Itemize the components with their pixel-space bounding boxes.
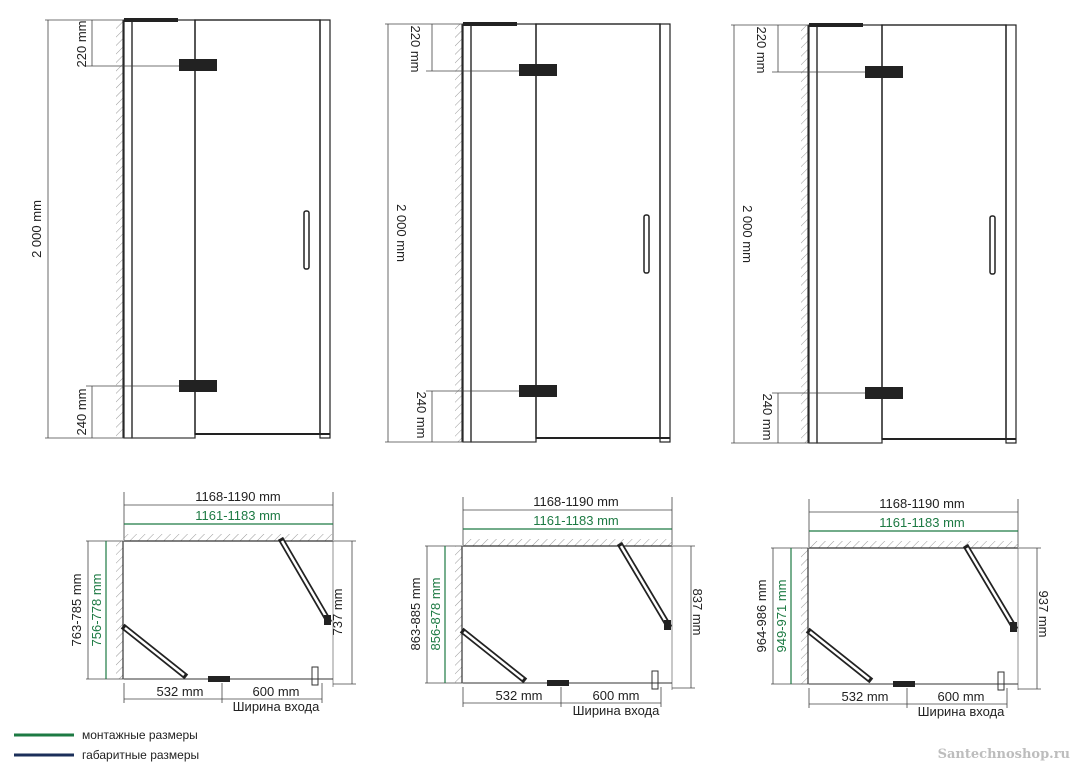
door-width: 600 mm — [253, 684, 300, 699]
fixed-glass-panel — [816, 24, 883, 444]
plan-view-1: 1168-1190 mm 1161-1183 mm 763-785 mm 756… — [69, 489, 356, 714]
door-glass-panel — [535, 23, 661, 439]
open-fixed-panel — [463, 631, 524, 680]
hinge-top — [865, 66, 903, 78]
hinge-top — [519, 64, 557, 76]
height-dimension: 2 000 mm — [394, 204, 409, 262]
legend-overall-label: габаритные размеры — [82, 748, 199, 762]
back-wall-hatch — [124, 534, 333, 541]
wall-profile — [462, 23, 472, 443]
open-door-panel — [965, 547, 1016, 628]
elevation-view-3: 2 000 mm 220 mm 240 mm — [731, 23, 1017, 444]
wall-profile — [123, 19, 133, 439]
fixed-panel-width: 532 mm — [842, 689, 889, 704]
hinge-marker — [208, 676, 230, 682]
install-width-dimension: 1161-1183 mm — [195, 508, 281, 523]
wall-hatch — [801, 25, 808, 443]
top-fitting — [809, 23, 863, 27]
top-hinge-offset: 220 mm — [754, 27, 769, 74]
elevation-view-2: 2 000 mm 220 mm 240 mm — [385, 22, 671, 443]
install-width-dimension: 1161-1183 mm — [879, 515, 965, 530]
plan-view-3: 1168-1190 mm 1161-1183 mm 964-986 mm 949… — [754, 496, 1051, 719]
overall-width-dimension: 1168-1190 mm — [533, 494, 619, 509]
wall-hatch — [455, 24, 462, 442]
wall-profile — [808, 24, 818, 444]
side-wall-hatch — [116, 541, 123, 679]
entry-width-label: Ширина входа — [233, 699, 320, 714]
hinge-bottom — [519, 385, 557, 397]
side-wall-hatch — [455, 546, 462, 683]
door-glass-panel — [881, 24, 1007, 440]
watermark: Santechnoshop.ru — [938, 747, 1070, 762]
install-width-dimension: 1161-1183 mm — [533, 513, 619, 528]
back-wall-hatch — [809, 541, 1018, 548]
legend: монтажные размеры габаритные размеры — [14, 728, 199, 762]
door-width: 600 mm — [938, 689, 985, 704]
open-fixed-panel — [809, 631, 870, 680]
open-fixed-panel — [124, 627, 185, 676]
wall-hatch — [116, 20, 123, 438]
overall-depth-dimension: 964-986 mm — [754, 580, 769, 653]
top-fitting — [463, 22, 517, 26]
side-depth-dimension: 837 mm — [690, 589, 705, 636]
fixed-glass-panel — [131, 19, 196, 439]
plan-view-2: 1168-1190 mm 1161-1183 mm 863-885 mm 856… — [408, 494, 705, 718]
bottom-hinge-offset: 240 mm — [414, 392, 429, 439]
elevation-view-1: 2 000 mm 220 mm 240 mm — [29, 18, 331, 439]
height-dimension: 2 000 mm — [29, 200, 44, 258]
hinge-top — [179, 59, 217, 71]
top-fitting — [124, 18, 178, 22]
hinge-marker — [893, 681, 915, 687]
legend-install-label: монтажные размеры — [82, 728, 198, 742]
side-profile — [319, 19, 331, 439]
fixed-panel-width: 532 mm — [496, 688, 543, 703]
overall-depth-dimension: 763-785 mm — [69, 574, 84, 647]
bottom-hinge-offset: 240 mm — [74, 389, 89, 436]
install-depth-dimension: 756-778 mm — [89, 574, 104, 647]
door-handle — [643, 214, 650, 274]
side-wall-hatch — [801, 548, 808, 684]
install-depth-dimension: 856-878 mm — [428, 578, 443, 651]
entry-width-label: Ширина входа — [573, 703, 660, 718]
entry-width-label: Ширина входа — [918, 704, 1005, 719]
overall-depth-dimension: 863-885 mm — [408, 578, 423, 651]
top-hinge-offset: 220 mm — [408, 26, 423, 73]
fixed-panel-width: 532 mm — [157, 684, 204, 699]
side-depth-dimension: 937 mm — [1036, 591, 1051, 638]
side-profile — [659, 23, 671, 443]
hinge-bottom — [179, 380, 217, 392]
height-dimension: 2 000 mm — [740, 205, 755, 263]
door-handle — [303, 210, 310, 270]
bottom-hinge-offset: 240 mm — [760, 394, 775, 441]
hinge-marker — [547, 680, 569, 686]
hinge-bottom — [865, 387, 903, 399]
overall-width-dimension: 1168-1190 mm — [879, 496, 965, 511]
side-profile — [1005, 24, 1017, 444]
door-handle — [989, 215, 996, 275]
door-glass-panel — [194, 19, 321, 435]
top-hinge-offset: 220 mm — [74, 21, 89, 68]
install-depth-dimension: 949-971 mm — [774, 580, 789, 653]
overall-width-dimension: 1168-1190 mm — [195, 489, 281, 504]
back-wall-hatch — [463, 539, 672, 546]
fixed-glass-panel — [470, 23, 537, 443]
side-depth-dimension: 737 mm — [330, 589, 345, 636]
open-door-panel — [619, 545, 670, 626]
door-width: 600 mm — [593, 688, 640, 703]
open-door-panel — [280, 540, 330, 621]
